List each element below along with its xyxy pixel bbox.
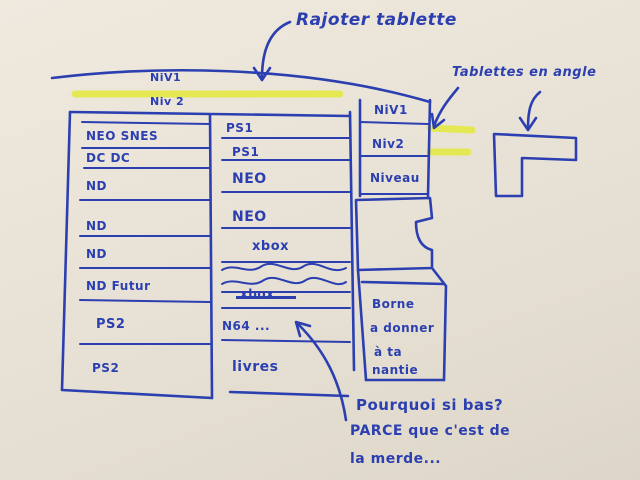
middle-unit-bottom [228, 390, 350, 398]
middle-shelf-7: N64 ... [222, 319, 271, 333]
middle-shelf-8: livres [232, 359, 279, 375]
cabinet-text-4: nantie [372, 363, 419, 377]
arrow-top-head [252, 66, 272, 82]
left-shelf-6: ND Futur [86, 279, 151, 293]
middle-shelf-2: PS1 [232, 145, 260, 159]
note-because: PARCE que c'est de [350, 423, 511, 439]
note-add-shelf: Rajoter tablette [296, 10, 457, 30]
left-unit-left-edge [60, 110, 72, 392]
label-side-niv1: NiV1 [374, 103, 408, 117]
note-crap: la merde... [350, 451, 442, 467]
top-shelf-line [50, 69, 432, 104]
arcade-cabinet-panel [360, 280, 446, 286]
corner-shelf-shape [492, 132, 578, 198]
left-unit-bottom [60, 388, 214, 400]
middle-unit-top [210, 112, 352, 118]
note-why-low: Pourquoi si bas? [356, 396, 504, 414]
left-unit-divider [208, 112, 214, 400]
scribble-2 [221, 277, 347, 285]
middle-shelf-4: NEO [232, 209, 267, 225]
left-shelf-2: DC DC [86, 151, 131, 165]
left-shelf-4: ND [86, 219, 108, 233]
highlight-niv1-side [426, 124, 476, 134]
label-side-niv3: Niveau [370, 171, 420, 185]
label-niv1-top: NiV1 [150, 71, 182, 84]
arrow-question [296, 322, 348, 422]
arrow-side-unit [432, 86, 460, 128]
cabinet-text-2: a donner [370, 321, 435, 335]
left-unit-top-edge [68, 110, 212, 116]
middle-unit-right-edge [348, 110, 356, 372]
cabinet-text-1: Borne [372, 297, 415, 311]
left-shelf-3: ND [86, 179, 108, 193]
left-shelf-7: PS2 [96, 317, 126, 332]
cabinet-text-3: à ta [374, 345, 403, 359]
arrow-corner-shelf [526, 90, 542, 130]
middle-shelf-5: xbox [252, 239, 290, 254]
left-shelf-1: NEO SNES [86, 129, 159, 143]
arcade-cabinet-top [354, 196, 434, 272]
scribble-1 [221, 263, 347, 271]
arcade-cabinet-left [356, 268, 368, 382]
middle-shelf-3: NEO [232, 171, 267, 187]
strike-xbox [236, 296, 296, 299]
side-unit-right [426, 98, 432, 198]
label-niv2-top: Niv 2 [150, 95, 185, 108]
left-shelf-8: PS2 [92, 361, 120, 375]
label-side-niv2: Niv2 [372, 137, 405, 151]
arrow-top-note [260, 20, 292, 80]
arcade-cabinet-right [430, 266, 448, 382]
note-corner-shelves: Tablettes en angle [452, 65, 597, 80]
left-shelf-5: ND [86, 247, 108, 261]
middle-shelf-1: PS1 [226, 121, 254, 135]
